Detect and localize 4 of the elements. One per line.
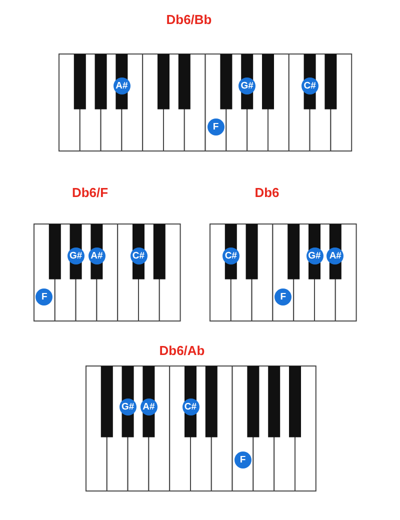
chord-title: Db6 (254, 185, 280, 200)
chord-title: Db6/Ab (159, 343, 205, 358)
chord-title: Db6/F (72, 185, 108, 200)
chord-title: Db6/Bb (166, 12, 212, 27)
